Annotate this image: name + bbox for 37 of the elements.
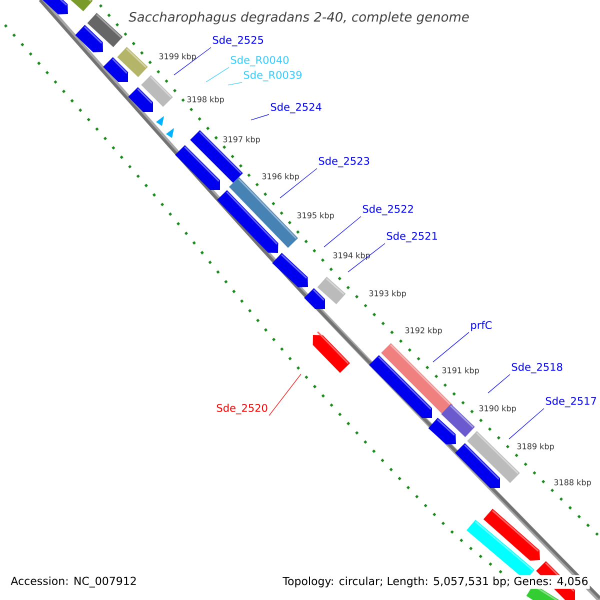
tick-label: 3193 kbp: [369, 290, 406, 298]
gene-label: Sde_2523: [318, 156, 370, 168]
tick-label: 3194 kbp: [333, 252, 370, 260]
title: Saccharophagus degradans 2-40, complete genome: [126, 10, 472, 26]
gene-label: Sde_2520: [216, 404, 268, 414]
tick-label: 3196 kbp: [262, 173, 299, 181]
gene-label: Sde_2517: [546, 396, 596, 408]
tick-label: 3199 kbp: [159, 53, 196, 61]
leader-line: [432, 332, 470, 362]
leader-line: [250, 114, 270, 120]
leader-line: [324, 216, 362, 248]
gene-label: Sde_R0039: [244, 70, 302, 82]
leader-line: [174, 47, 212, 76]
gene-label: Sde_2518: [512, 362, 562, 374]
tick-label: 3191 kbp: [442, 367, 479, 375]
tick-label: 3189 kbp: [517, 443, 554, 451]
leader-line: [280, 168, 318, 198]
genome-stats-text: Topology: circular; Length: 5,057,531 bp; Genes: 4,056: [281, 575, 590, 589]
leader-line: [268, 374, 302, 416]
tick-label: 3198 kbp: [187, 96, 224, 104]
leader-line: [508, 408, 544, 440]
tick-label: 3192 kbp: [405, 327, 442, 335]
tick-label: 3197 kbp: [223, 136, 260, 144]
tick-label: 3188 kbp: [554, 479, 591, 487]
leader-line: [206, 67, 230, 82]
tick-label: 3190 kbp: [479, 405, 516, 413]
leader-line: [348, 243, 386, 272]
gene-label: Sde_2521: [386, 232, 437, 242]
leader-line: [228, 82, 242, 86]
gene-label: Sde_2522: [362, 204, 413, 216]
leader-line: [488, 374, 510, 394]
gene-label: Sde_2524: [270, 102, 322, 114]
accession-text: Accession: NC_007912: [9, 575, 138, 589]
gene-label: prfC: [471, 320, 492, 332]
gene-label: Sde_R0040: [230, 56, 289, 66]
gene-label: Sde_2525: [212, 36, 264, 46]
tick-label: 3195 kbp: [297, 212, 334, 220]
